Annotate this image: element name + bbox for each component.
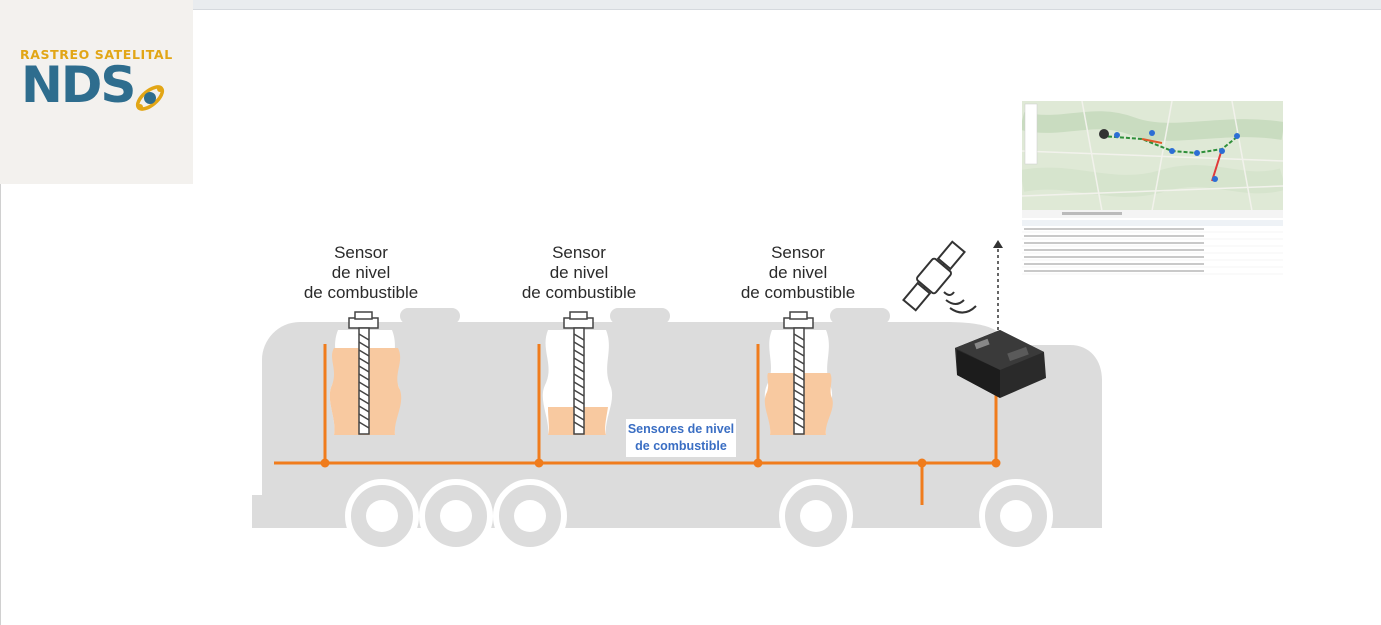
sensors-bus-label-line-2: de combustible <box>635 439 727 453</box>
fuel-level-probes <box>348 311 814 435</box>
sensors-bus-label: Sensores de nivel de combustible <box>626 419 736 457</box>
browser-top-bar <box>0 0 1381 10</box>
sensors-bus-label-line-1: Sensores de nivel <box>627 422 735 436</box>
sensor-label-2-line-1: Sensor <box>552 243 606 262</box>
sensor-label-2-line-2: de nivel <box>549 263 609 282</box>
sensor-label-2-line-3: de combustible <box>521 283 637 302</box>
logo-name: NDS <box>21 56 136 114</box>
sensor-label-1: Sensor de nivel de combustible <box>271 243 451 303</box>
satellite-icon <box>902 240 977 314</box>
gps-tracker-icon <box>955 330 1046 398</box>
logo-tagline: RASTREO SATELITAL <box>20 47 173 62</box>
sensor-label-1-line-1: Sensor <box>334 243 388 262</box>
page-left-border <box>0 184 1 625</box>
upload-arrow-icon <box>993 240 1003 330</box>
sensor-label-3-line-1: Sensor <box>771 243 825 262</box>
satellite-logo-icon <box>135 85 165 111</box>
sensor-label-3-line-2: de nivel <box>768 263 828 282</box>
sensor-label-1-line-3: de combustible <box>303 283 419 302</box>
sensor-wiring <box>274 344 998 505</box>
sensor-label-1-line-2: de nivel <box>331 263 391 282</box>
data-table-thumbnail <box>1022 210 1283 282</box>
sensor-label-3-line-3: de combustible <box>740 283 856 302</box>
logo-panel: RASTREO SATELITAL NDS <box>0 0 193 184</box>
sensor-label-3: Sensor de nivel de combustible <box>708 243 888 303</box>
map-thumbnail <box>1022 101 1283 211</box>
sensor-label-2: Sensor de nivel de combustible <box>489 243 669 303</box>
